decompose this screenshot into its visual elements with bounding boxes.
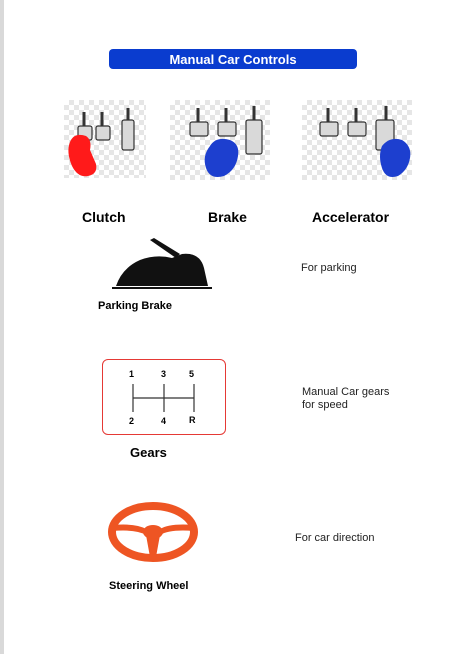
steering-wheel-description: For car direction	[295, 532, 375, 544]
gears-label: Gears	[130, 445, 167, 460]
parking-brake-label: Parking Brake	[98, 300, 172, 312]
pedal-label-brake: Brake	[208, 209, 247, 225]
gears-description: Manual Car gears for speed	[302, 386, 389, 412]
accelerator-pedals-image	[302, 100, 412, 180]
accelerator-highlight	[380, 138, 411, 177]
gear-3: 3	[161, 369, 167, 379]
gear-4: 4	[161, 416, 167, 426]
gear-2: 2	[129, 416, 135, 426]
accelerator-pedals-icon	[319, 106, 411, 177]
gears-description-line2: for speed	[302, 399, 348, 411]
parking-brake-lever-icon	[112, 238, 212, 289]
gear-shift-pattern-icon	[132, 384, 195, 412]
clutch-pedals-image	[64, 100, 146, 178]
parking-brake-description: For parking	[301, 262, 357, 274]
gear-1: 1	[129, 369, 135, 379]
title-banner: Manual Car Controls	[109, 49, 357, 69]
clutch-pedals-icon	[68, 108, 135, 177]
brake-pedals-icon	[189, 106, 263, 177]
brake-pedals-image	[170, 100, 270, 180]
gears-description-line1: Manual Car gears	[302, 386, 390, 398]
pedal-label-clutch: Clutch	[82, 209, 126, 225]
gear-5: 5	[189, 369, 195, 379]
steering-wheel-label: Steering Wheel	[109, 580, 189, 592]
gear-reverse: R	[189, 415, 196, 425]
document-page: Manual Car Controls Clutch	[4, 0, 464, 654]
brake-highlight	[204, 138, 239, 177]
clutch-highlight	[68, 134, 97, 177]
pedal-label-accelerator: Accelerator	[312, 209, 390, 225]
gear-pattern-box: 1 3 5 2 4 R	[102, 359, 226, 435]
steering-wheel-icon	[108, 502, 198, 562]
